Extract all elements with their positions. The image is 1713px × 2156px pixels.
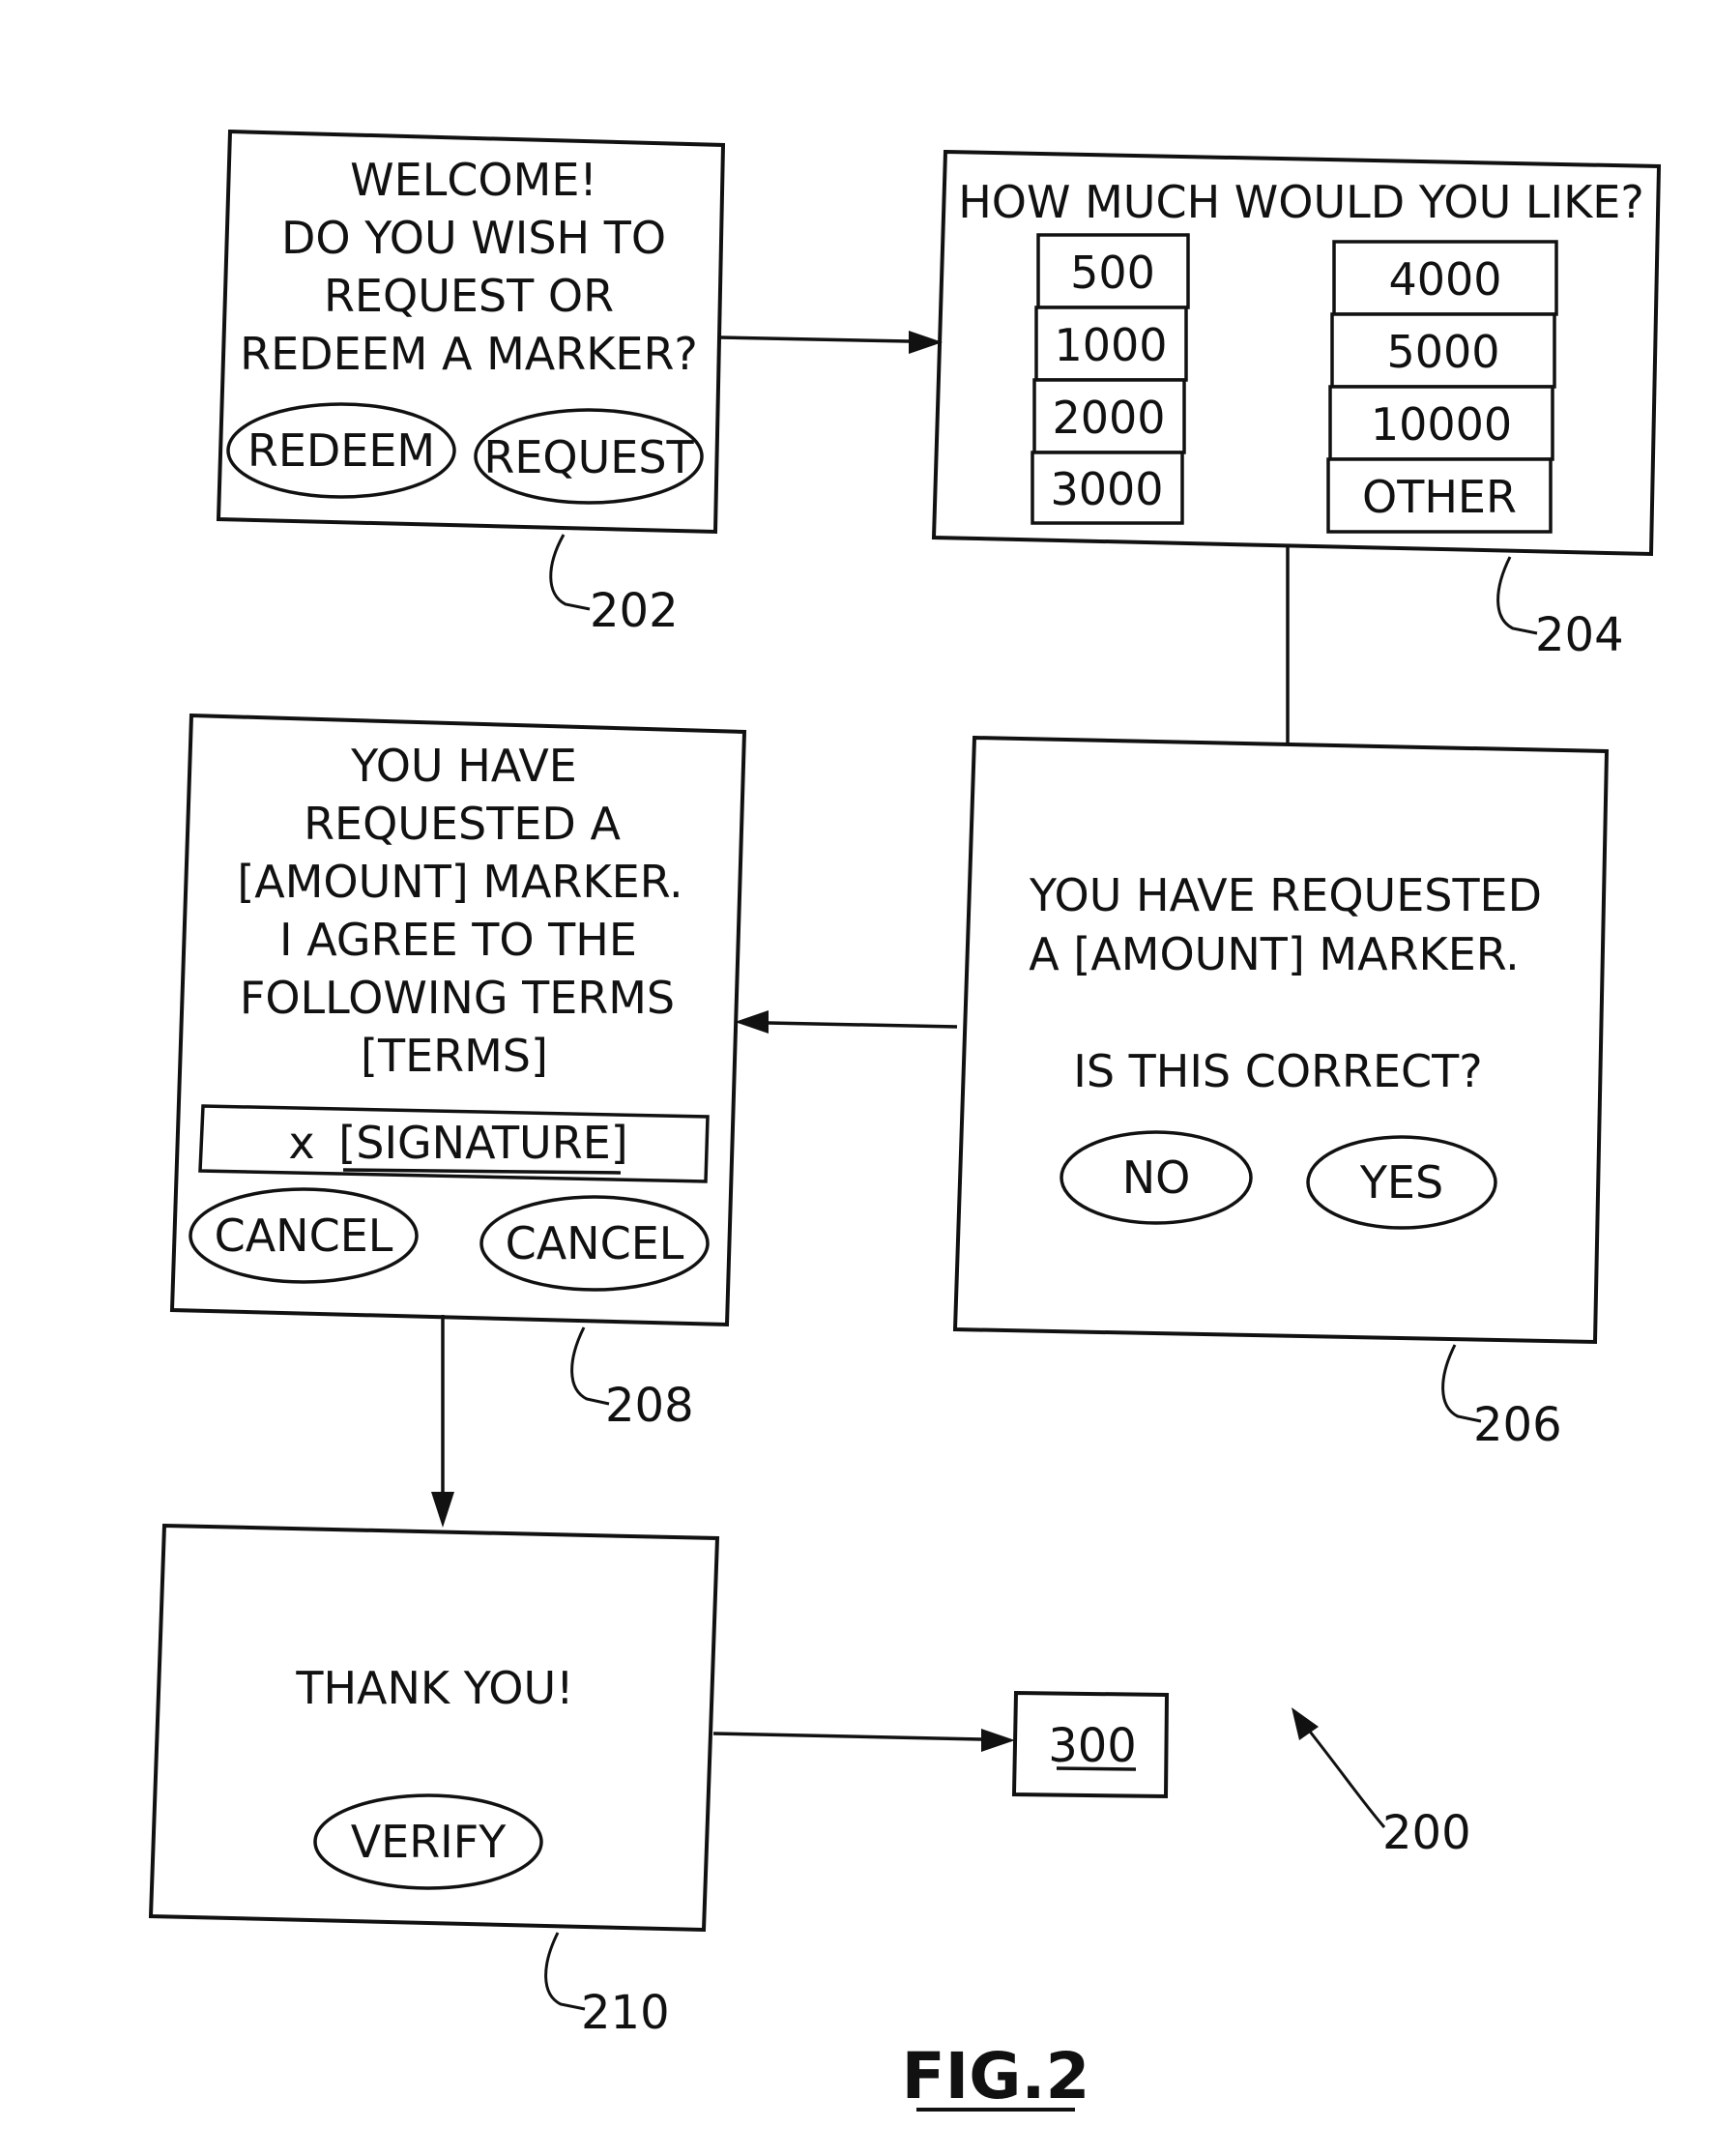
ref-202: 202 <box>590 584 679 638</box>
amount-option-10000-label: 10000 <box>1371 398 1512 451</box>
screen-208: YOU HAVE REQUESTED A [AMOUNT] MARKER. I … <box>172 715 744 1325</box>
screen-206-question: IS THIS CORRECT? <box>1073 1045 1482 1097</box>
box-300-label: 300 <box>1048 1719 1137 1773</box>
ref-210: 210 <box>581 1986 670 2040</box>
box-300: 300 <box>1014 1693 1167 1796</box>
figure-label-text: FIG.2 <box>902 2039 1090 2113</box>
no-button-label: NO <box>1122 1151 1191 1204</box>
arrow-210-to-300 <box>713 1734 981 1739</box>
screen-204: HOW MUCH WOULD YOU LIKE? 500 1000 2000 3… <box>934 152 1659 554</box>
screen-202-line-3: REQUEST OR <box>324 270 614 322</box>
amount-option-2000-label: 2000 <box>1052 392 1165 444</box>
figure-label: FIG.2 <box>902 2039 1090 2113</box>
arrowhead-202-to-204 <box>909 331 943 354</box>
ref-200: 200 <box>1382 1806 1471 1860</box>
leader-204 <box>1498 557 1537 633</box>
request-button-label: REQUEST <box>483 431 694 483</box>
screen-208-line-1: YOU HAVE <box>350 740 577 792</box>
screen-210-text: THANK YOU! <box>295 1662 573 1714</box>
amount-option-4000-label: 4000 <box>1388 253 1501 306</box>
screen-202-line-2: DO YOU WISH TO <box>281 212 666 264</box>
amount-option-1000-label: 1000 <box>1054 319 1167 371</box>
screen-208-line-6: [TERMS] <box>361 1030 548 1082</box>
leader-202 <box>551 535 590 609</box>
arrow-206-to-208 <box>769 1023 957 1027</box>
arrowhead-206-to-208 <box>735 1010 769 1034</box>
amount-option-500-label: 500 <box>1070 247 1155 299</box>
leader-200 <box>1303 1723 1384 1827</box>
figure-reference-200: 200 <box>1292 1707 1471 1860</box>
arrow-202-to-204 <box>720 337 909 341</box>
leader-208 <box>572 1327 609 1404</box>
yes-button-label: YES <box>1359 1156 1443 1209</box>
screen-204-title: HOW MUCH WOULD YOU LIKE? <box>958 176 1644 228</box>
screen-202-line-1: WELCOME! <box>350 154 597 206</box>
signature-placeholder: [SIGNATURE] <box>338 1117 627 1169</box>
screen-206: YOU HAVE REQUESTED A [AMOUNT] MARKER. IS… <box>955 738 1607 1342</box>
screen-206-line-1: YOU HAVE REQUESTED <box>1029 869 1542 921</box>
amount-option-3000-label: 3000 <box>1050 463 1163 515</box>
screen-208-line-4: I AGREE TO THE <box>279 914 637 966</box>
box-300-underline <box>1057 1768 1136 1769</box>
cancel-button-left-label: CANCEL <box>215 1209 393 1262</box>
leader-210 <box>546 1933 585 2009</box>
ref-204: 204 <box>1535 608 1624 662</box>
screen-206-line-2: A [AMOUNT] MARKER. <box>1029 928 1519 980</box>
amount-option-other-label: OTHER <box>1362 471 1517 523</box>
cancel-button-right-label: CANCEL <box>506 1217 684 1269</box>
screen-208-line-2: REQUESTED A <box>304 798 621 850</box>
screen-208-line-3: [AMOUNT] MARKER. <box>237 856 682 908</box>
verify-button-label: VERIFY <box>351 1816 508 1868</box>
screen-206-frame <box>955 738 1607 1342</box>
screen-208-line-5: FOLLOWING TERMS <box>240 972 675 1024</box>
arrowhead-210-to-300 <box>981 1729 1015 1752</box>
ref-206: 206 <box>1473 1398 1562 1452</box>
redeem-button-label: REDEEM <box>247 424 435 477</box>
screen-210: THANK YOU! VERIFY <box>151 1526 717 1930</box>
amount-option-5000-label: 5000 <box>1386 326 1499 378</box>
ref-208: 208 <box>605 1379 694 1433</box>
signature-x-mark: x <box>288 1117 314 1169</box>
screen-202-line-4: REDEEM A MARKER? <box>240 328 698 380</box>
arrowhead-208-to-210 <box>431 1492 454 1528</box>
screen-202: WELCOME! DO YOU WISH TO REQUEST OR REDEE… <box>218 131 723 532</box>
